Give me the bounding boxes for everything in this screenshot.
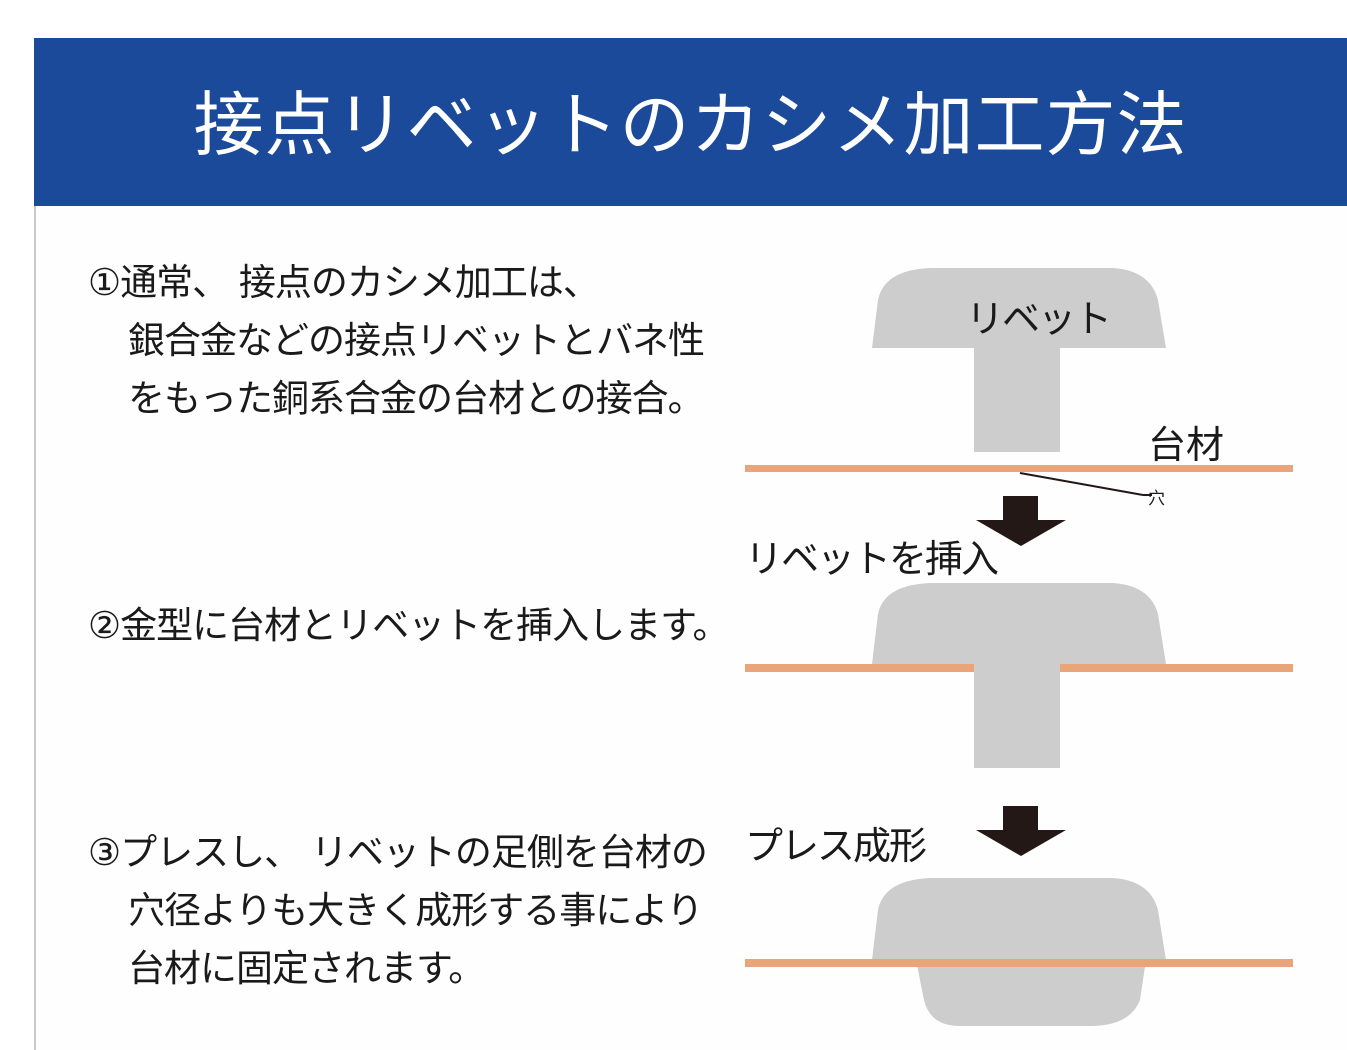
insert-step-label: リベットを挿入 xyxy=(745,537,999,581)
step-1-line-1: ①通常、 接点のカシメ加工は、 xyxy=(88,261,600,304)
base-plate-stage-2-left xyxy=(745,664,974,672)
base-plate-stage-1 xyxy=(745,465,1293,472)
base-plate-stage-3 xyxy=(745,959,1293,967)
rivet-stage-1 xyxy=(872,268,1166,452)
step-2-text: ②金型に台材とリベットを挿入します。 xyxy=(88,597,729,655)
step-2-line-1: ②金型に台材とリベットを挿入します。 xyxy=(88,604,729,647)
rivet-label: リベット xyxy=(966,297,1112,341)
step-3-line-3: 台材に固定されます。 xyxy=(128,947,485,990)
press-step-label: プレス成形 xyxy=(745,824,927,868)
hole-label: 穴 xyxy=(1148,489,1165,509)
step-3-text: ③プレスし、 リベットの足側を台材の 穴径よりも大きく成形する事により 台材に固… xyxy=(88,824,708,998)
press-arrow-icon xyxy=(976,806,1066,856)
base-plate-stage-2-right xyxy=(1060,664,1293,672)
step-3-line-2: 穴径よりも大きく成形する事により xyxy=(128,889,704,932)
step-1-line-3: をもった銅系合金の台材との接合。 xyxy=(128,377,705,420)
title-banner: 接点リベットのカシメ加工方法 xyxy=(34,38,1347,206)
page-title: 接点リベットのカシメ加工方法 xyxy=(193,83,1188,166)
step-3-line-1: ③プレスし、 リベットの足側を台材の xyxy=(88,831,708,874)
hole-leader-line xyxy=(1019,472,1144,496)
rivet-stage-2 xyxy=(872,583,1166,768)
rivet-stage-3 xyxy=(872,878,1166,1026)
base-label: 台材 xyxy=(1148,423,1225,467)
step-1-line-2: 銀合金などの接点リベットとバネ性 xyxy=(128,319,705,362)
insert-arrow-icon xyxy=(976,496,1066,546)
step-1-text: ①通常、 接点のカシメ加工は、 銀合金などの接点リベットとバネ性 をもった銅系合… xyxy=(88,254,705,428)
